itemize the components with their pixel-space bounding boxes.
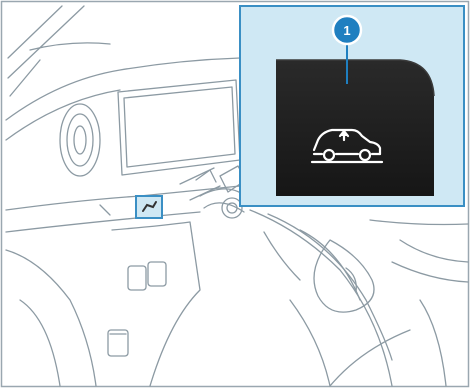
vehicle-level-button <box>276 60 434 196</box>
callout-number: 1 <box>343 23 350 38</box>
zoom-inset: 1 <box>240 6 464 206</box>
callout-1: 1 <box>333 16 361 44</box>
dashboard-button-highlight <box>136 196 162 218</box>
